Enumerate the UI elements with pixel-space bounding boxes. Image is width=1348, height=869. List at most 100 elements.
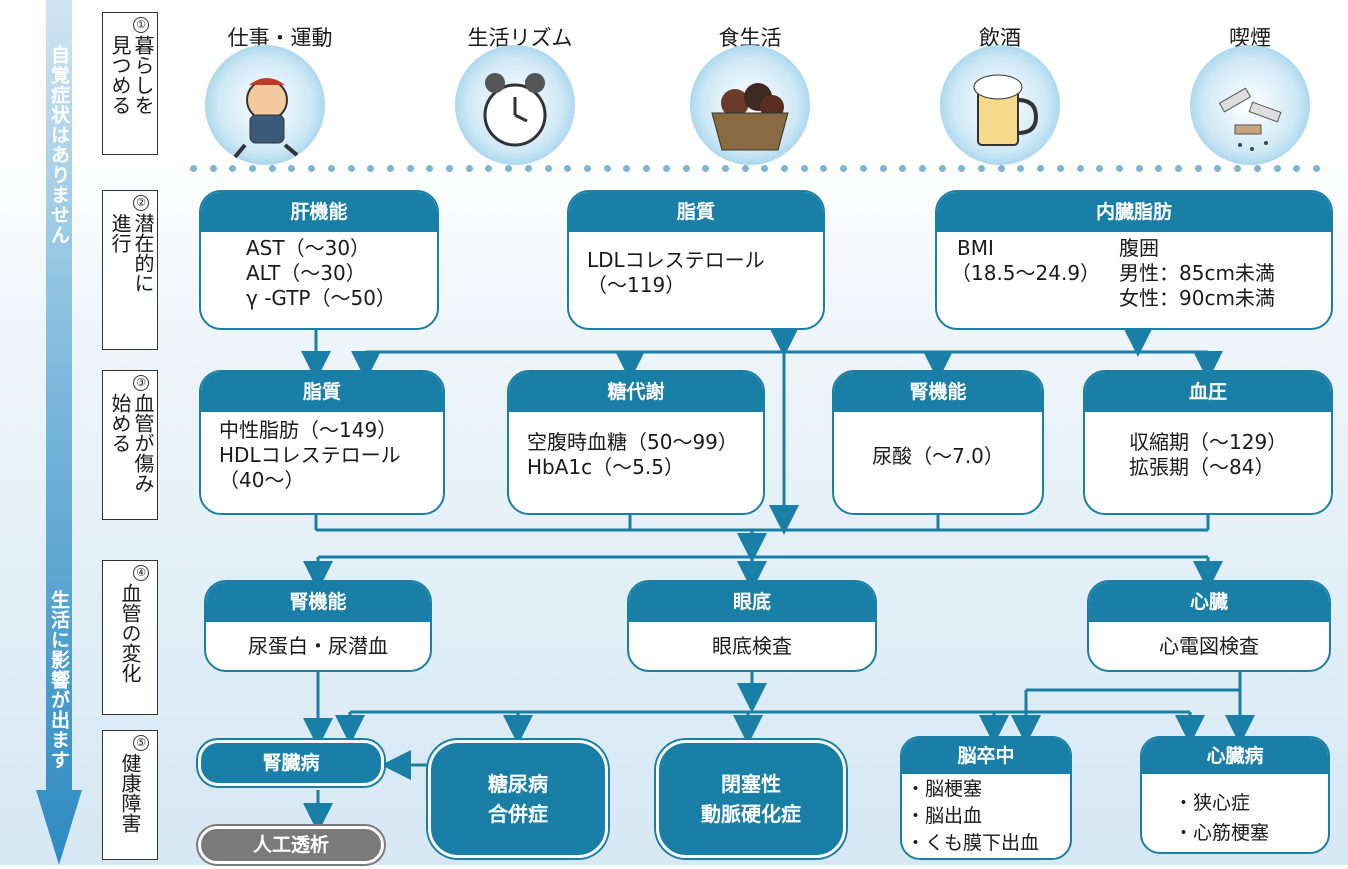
separator-dot [564, 165, 571, 172]
separator-dot [840, 165, 847, 172]
liver-function-title: 肝機能 [201, 192, 437, 232]
fundus-box: 眼底 眼底検査 [627, 580, 877, 672]
systolic-value: 収縮期（～129） [1129, 430, 1288, 454]
no-symptoms-text: 自覚症状はありません [48, 45, 70, 245]
separator-dot [1037, 165, 1044, 172]
separator-dot [761, 165, 768, 172]
lipid-ldl-title: 脂質 [569, 192, 823, 232]
separator-dot [998, 165, 1005, 172]
glucose-title: 糖代謝 [509, 372, 763, 412]
stage-3-label: ③ 血管が傷み 始める [102, 370, 158, 520]
separator-dot [1313, 165, 1320, 172]
separator-dot [1155, 165, 1162, 172]
separator-dot [1017, 165, 1024, 172]
stroke-item-hemorrhage: ・脳出血 [906, 805, 983, 827]
separator-dot [722, 165, 729, 172]
separator-dot [683, 165, 690, 172]
separator-dot [801, 165, 808, 172]
stroke-item-sah: ・くも膜下出血 [906, 832, 1040, 854]
kidney-function-title: 腎機能 [834, 372, 1042, 412]
separator-dot [978, 165, 985, 172]
separator-dot [505, 165, 512, 172]
lipid-ldl-box: 脂質 LDLコレステロール （～119） [567, 190, 825, 330]
down-arrow-icon [36, 0, 82, 865]
separator-dot [407, 165, 414, 172]
blood-pressure-box: 血圧 収縮期（～129） 拡張期（～84） [1083, 370, 1333, 515]
blood-pressure-title: 血圧 [1085, 372, 1331, 412]
separator-dot [466, 165, 473, 172]
waist-male: 男性：85cm未満 [1119, 261, 1275, 285]
diabetes-complication-box: 糖尿病合併症 [428, 740, 608, 858]
urine-test-body: 尿蛋白・尿潜血 [248, 634, 388, 658]
urine-test-box: 腎機能 尿蛋白・尿潜血 [204, 580, 432, 672]
gtp-value: γ -GTP（～50） [246, 286, 396, 310]
heart-disease-title: 心臓病 [1142, 738, 1328, 774]
ast-value: AST（～30） [246, 236, 371, 260]
separator-dot [1175, 165, 1182, 172]
separator-dot [742, 165, 749, 172]
separator-dot [229, 165, 236, 172]
arteriosclerosis-box: 閉塞性動脈硬化症 [656, 740, 846, 858]
separator-dot [1254, 165, 1261, 172]
stage-2-label: ② 潜在的に 進行 [102, 190, 158, 350]
separator-dot [899, 165, 906, 172]
stage-5-label: ⑤ 健康障害 [102, 730, 158, 860]
separator-dot [584, 165, 591, 172]
alt-value: ALT（～30） [246, 261, 366, 285]
glucose-box: 糖代謝 空腹時血糖（50～99） HbA1c（～5.5） [507, 370, 765, 515]
separator-dot [328, 165, 335, 172]
uric-acid-value: 尿酸（～7.0） [872, 444, 1004, 468]
bmi-range: （18.5～24.9） [951, 261, 1101, 285]
separator-dot [643, 165, 650, 172]
stroke-item-infarction: ・脳梗塞 [906, 778, 983, 800]
separator-dot [269, 165, 276, 172]
hba1c-value: HbA1c（～5.5） [527, 455, 684, 479]
separator-dot [781, 165, 788, 172]
diastolic-value: 拡張期（～84） [1129, 455, 1275, 479]
separator-dot [288, 165, 295, 172]
separator-dot [702, 165, 709, 172]
ldl-range: （～119） [587, 273, 686, 297]
separator-dot [1234, 165, 1241, 172]
visceral-fat-title: 内臓脂肪 [937, 192, 1331, 232]
separator-dot [939, 165, 946, 172]
heart-title: 心臓 [1089, 582, 1329, 622]
separator-dot [348, 165, 355, 172]
separator-dot [525, 165, 532, 172]
stroke-box: 脳卒中 ・脳梗塞 ・脳出血 ・くも膜下出血 [900, 736, 1072, 860]
beer-mug-icon [940, 45, 1060, 165]
cigarette-butts-icon [1190, 45, 1310, 165]
urine-test-title: 腎機能 [206, 582, 430, 622]
separator-dot [387, 165, 394, 172]
separator-dot [860, 165, 867, 172]
separator-dot [1293, 165, 1300, 172]
separator-dot [604, 165, 611, 172]
separator-dot [880, 165, 887, 172]
separator-dot [308, 165, 315, 172]
vegetable-basket-icon [690, 45, 810, 165]
separator-dot [1116, 165, 1123, 172]
separator-dot [1057, 165, 1064, 172]
alarm-clock-icon [455, 45, 575, 165]
lipid-tg-box: 脂質 中性脂肪（～149） HDLコレステロール （40～） [199, 370, 445, 515]
separator-dot [190, 165, 197, 172]
hdl-range: （40～） [219, 468, 305, 492]
separator-dot [663, 165, 670, 172]
ecg-box: 心臓 心電図検査 [1087, 580, 1331, 672]
kidney-disease-pill: 腎臓病 [198, 740, 384, 786]
separator-dot [1096, 165, 1103, 172]
separator-dot [485, 165, 492, 172]
progress-arrow [36, 0, 82, 865]
stage-4-label: ④ 血管の変化 [102, 560, 158, 715]
visceral-fat-box: 内臓脂肪 BMI （18.5～24.9） 腹囲 男性：85cm未満 女性：90c… [935, 190, 1333, 330]
uric-acid-box: 腎機能 尿酸（～7.0） [832, 370, 1044, 515]
fundus-body: 眼底検査 [712, 634, 792, 658]
separator-dot [249, 165, 256, 172]
stroke-title: 脳卒中 [902, 738, 1070, 774]
separator-dot [367, 165, 374, 172]
running-man-icon [205, 45, 325, 165]
bmi-label: BMI [957, 236, 994, 260]
lipid-tg-title: 脂質 [201, 372, 443, 412]
heart-item-mi: ・心筋梗塞 [1174, 822, 1270, 844]
